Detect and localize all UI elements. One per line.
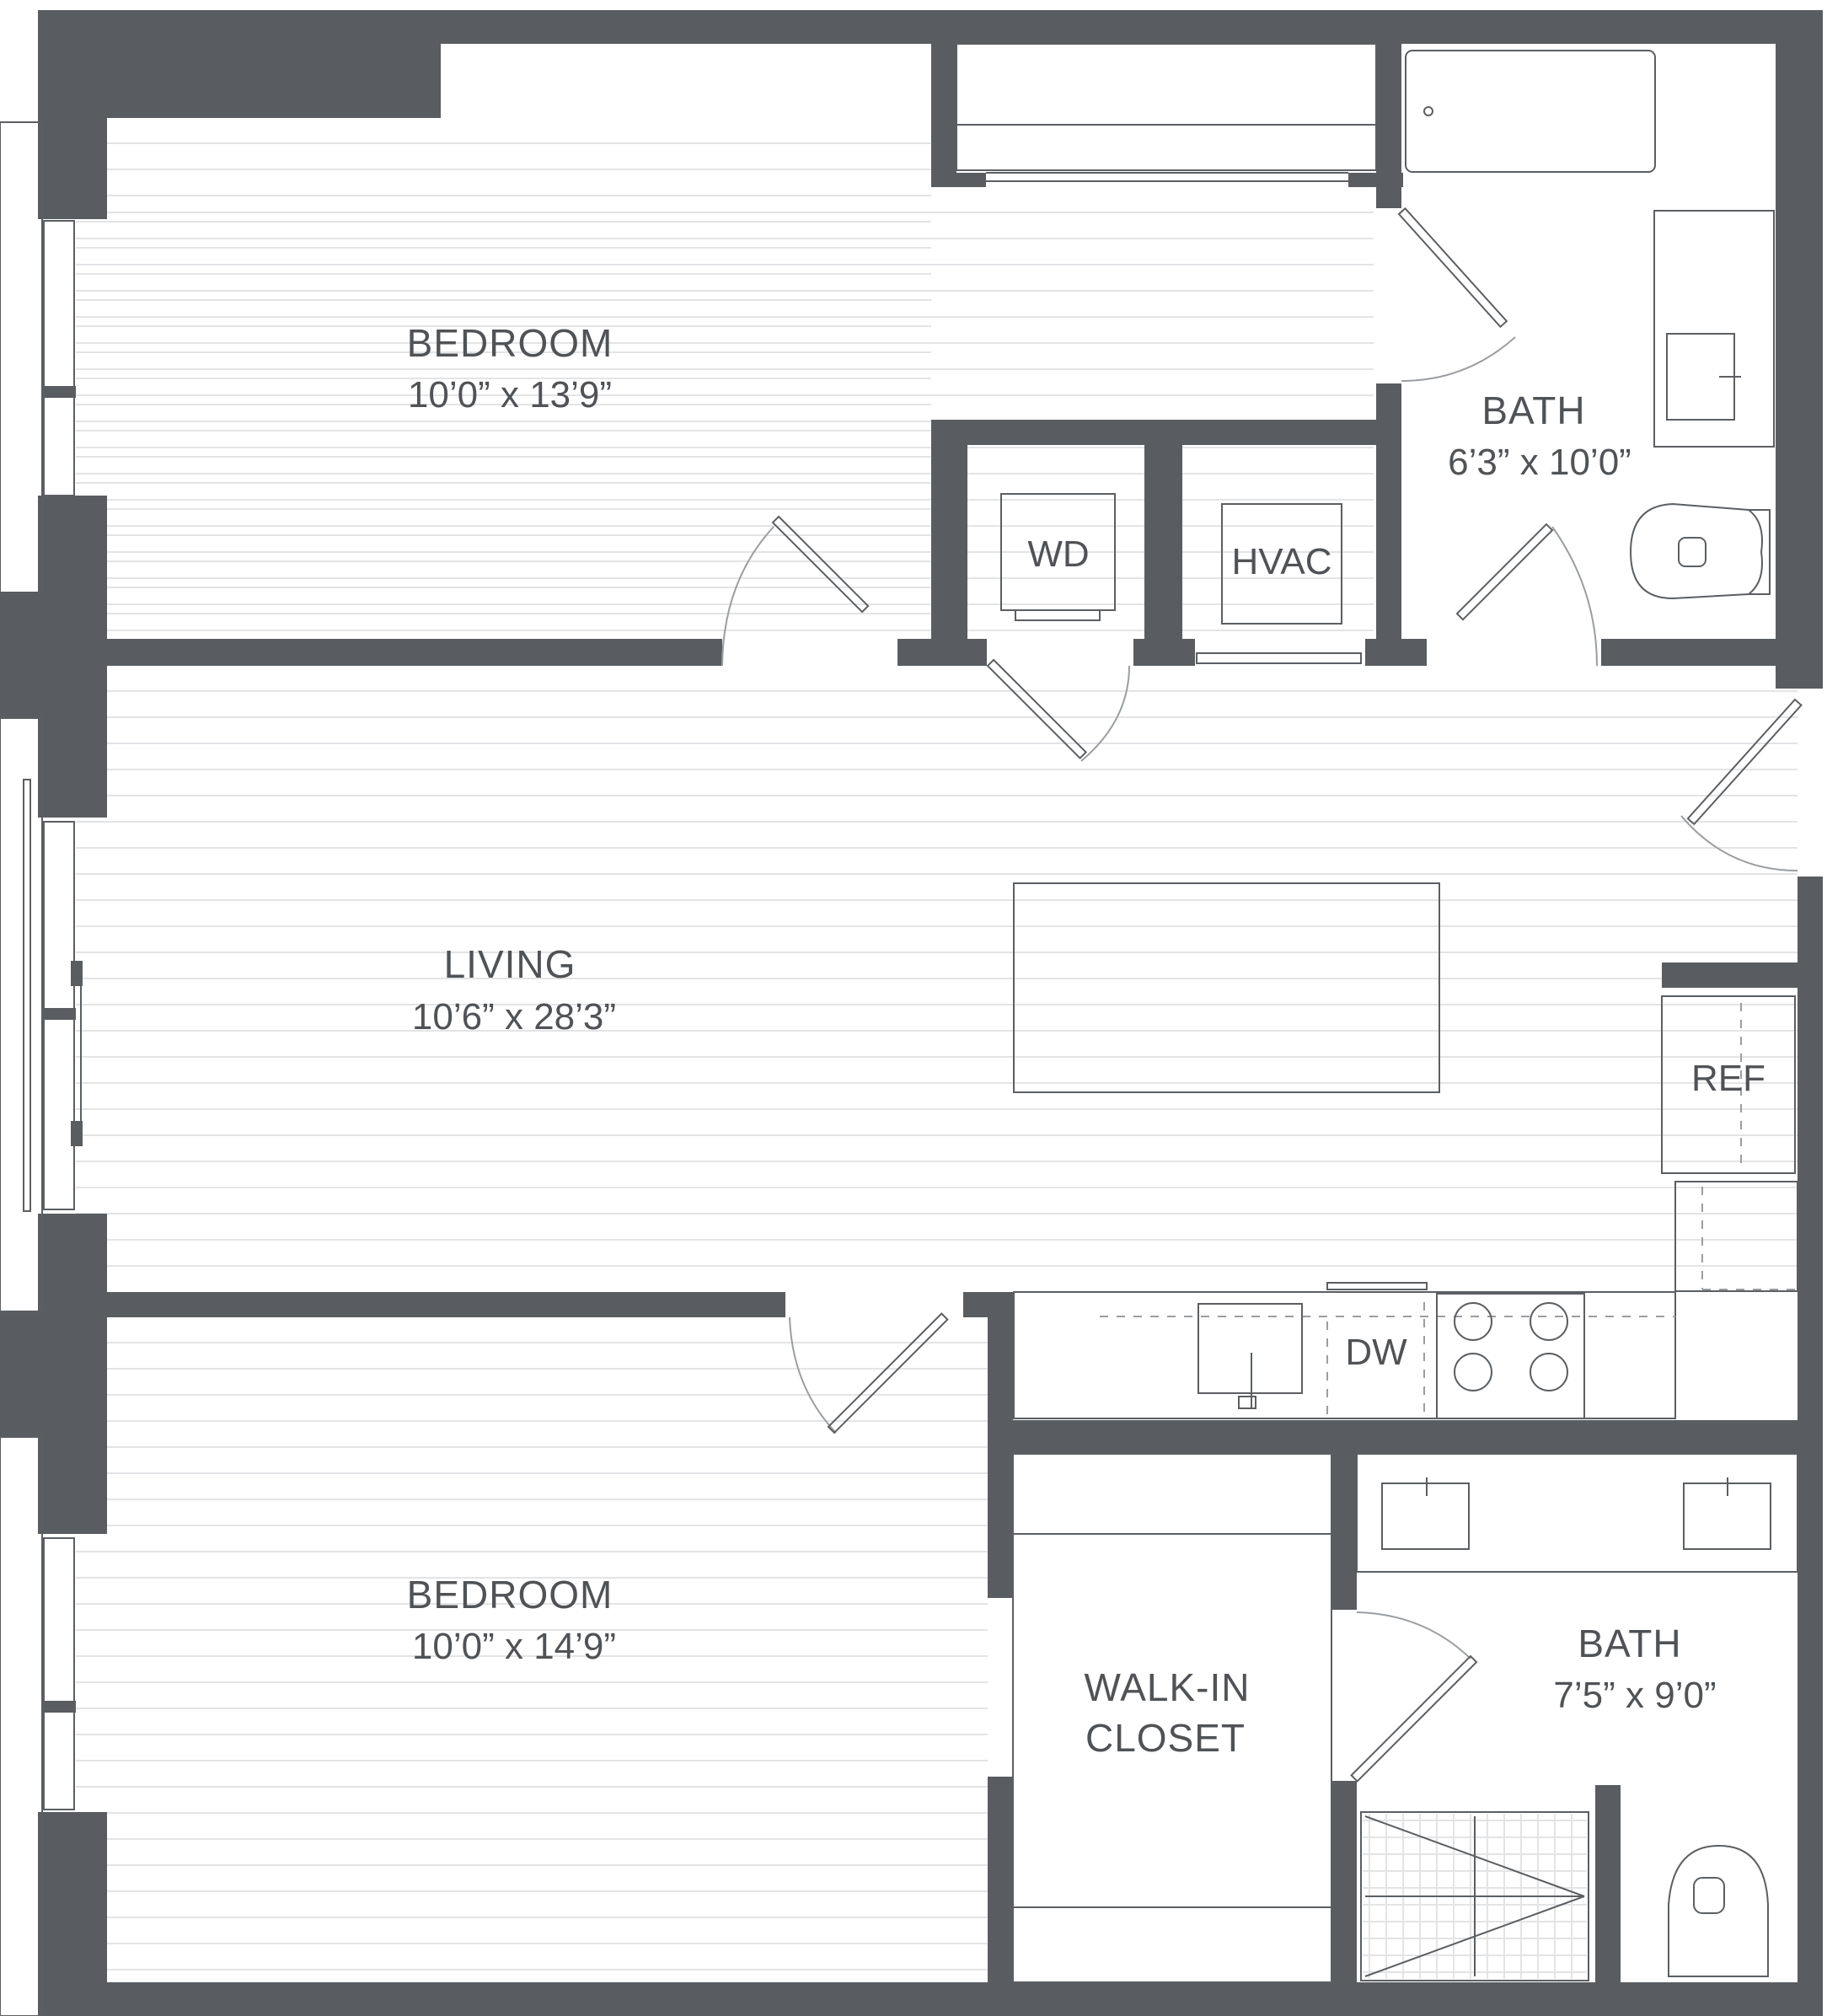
bath2-name: BATH (1578, 1622, 1681, 1665)
bedroom1-dims: 10’0” x 13’9” (408, 374, 612, 416)
wall-bath1-left (1376, 10, 1401, 208)
window-bed2 (0, 1436, 43, 2016)
door-wd (1080, 665, 1130, 762)
wall-closet-bath2-upper (1331, 1454, 1357, 1610)
wall-bed1-living-e (1601, 639, 1776, 666)
floor-planks (76, 142, 1798, 1970)
bath2-sink-icon (1381, 1483, 1470, 1550)
wall-closet-top-bottom (931, 173, 986, 187)
fixtures: WD HVAC REF DW (956, 43, 1798, 1983)
wall-closet-top-left (931, 10, 956, 187)
door-bath1-bedroom1 (1401, 336, 1516, 382)
bath1-dims: 6’3” x 10’0” (1448, 442, 1631, 483)
wall-closet-left-upper (988, 1292, 1013, 1598)
bath2-dims: 7’5” x 9’0” (1553, 1675, 1716, 1716)
wall-bath2-shower (1595, 1785, 1621, 2016)
wall-bath1-right (1776, 10, 1823, 689)
living-dims: 10’6” x 28’3” (412, 996, 616, 1037)
kitchen-counter (1013, 1291, 1676, 1419)
wall-bottom (38, 1982, 1823, 2016)
door-entry (1680, 815, 1798, 871)
window-living-sill (23, 779, 31, 1212)
bath1-vanity (1653, 210, 1775, 448)
wall-kitchen-bottom (988, 1420, 1823, 1454)
washer-dryer-label: WD (1027, 533, 1089, 575)
wall-closet-bath2-lower (1331, 1781, 1357, 2016)
wall-living-bed2 (107, 1292, 785, 1317)
wall-left-edge-1 (0, 592, 42, 718)
hvac-unit (1221, 503, 1342, 625)
cooktop (1436, 1293, 1585, 1419)
window-living-bar (73, 981, 82, 1126)
door-bath2 (1356, 1611, 1471, 1659)
closet-shelves (1012, 1453, 1332, 1983)
window-living-frame-bot (71, 1121, 83, 1146)
closet-name-line2: CLOSET (1085, 1716, 1246, 1760)
burner-icon (1530, 1353, 1568, 1391)
bedroom1-name: BEDROOM (407, 321, 613, 365)
refrigerator-label: REF (1691, 1058, 1765, 1099)
closet-shelf (956, 43, 1377, 171)
wall-left-mullion-3 (42, 1701, 76, 1713)
refrigerator (1661, 995, 1796, 1174)
bedroom2-name: BEDROOM (407, 1573, 613, 1617)
wall-left-mullion-1 (42, 386, 76, 398)
kitchen-island (1013, 882, 1440, 1093)
bath2-toilet-icon (1668, 1844, 1769, 1977)
room-labels: BEDROOM 10’0” x 13’9” BATH 6’3” x 10’0” … (407, 321, 1717, 1760)
wall-ref-top (1662, 962, 1823, 988)
burner-icon (1454, 1353, 1492, 1391)
kitchen-sink-icon (1197, 1303, 1303, 1394)
bath1-name: BATH (1481, 389, 1585, 432)
wall-wd-hvac-divider (1144, 420, 1182, 666)
bath1-toilet-icon (1629, 502, 1763, 600)
wall-bed1-living-a (107, 639, 722, 666)
doors (721, 206, 1803, 1783)
wall-left-mullion-2 (42, 1008, 76, 1020)
shower (1360, 1811, 1589, 1981)
dishwasher-bar (1326, 1282, 1428, 1290)
windows (0, 121, 83, 2016)
wall-left-pier-4 (38, 1812, 107, 2016)
bathtub (1405, 50, 1656, 173)
bedroom2-dims: 10’0” x 14’9” (412, 1626, 616, 1667)
window-living (0, 717, 43, 1313)
door-bath1-living (1551, 526, 1598, 667)
dishwasher-label: DW (1345, 1332, 1407, 1373)
burner-icon (1530, 1302, 1568, 1341)
wall-wd-left (931, 420, 967, 666)
tub-drain-icon (1423, 106, 1433, 116)
pantry (1674, 1181, 1798, 1292)
closet-name-line1: WALK-IN (1085, 1665, 1251, 1709)
burner-icon (1454, 1302, 1492, 1341)
window-bed1-inner (43, 220, 75, 496)
window-bed2-inner (43, 1537, 75, 1810)
window-living-frame-top (71, 961, 83, 986)
living-name: LIVING (444, 942, 576, 986)
wall-left-edge-2 (0, 1311, 42, 1437)
door-bedroom1 (721, 526, 774, 667)
wall-left-pier-1 (38, 10, 107, 219)
window-bed1 (0, 121, 43, 595)
door-bedroom2 (789, 1316, 837, 1434)
wall-closet-left-lower (988, 1777, 1013, 2016)
wall-left-pier-2 (38, 496, 107, 818)
bath2-vanity (1356, 1453, 1798, 1573)
walls (0, 10, 1823, 2016)
wall-left-pier-3 (38, 1214, 107, 1534)
hvac-label: HVAC (1232, 541, 1332, 582)
